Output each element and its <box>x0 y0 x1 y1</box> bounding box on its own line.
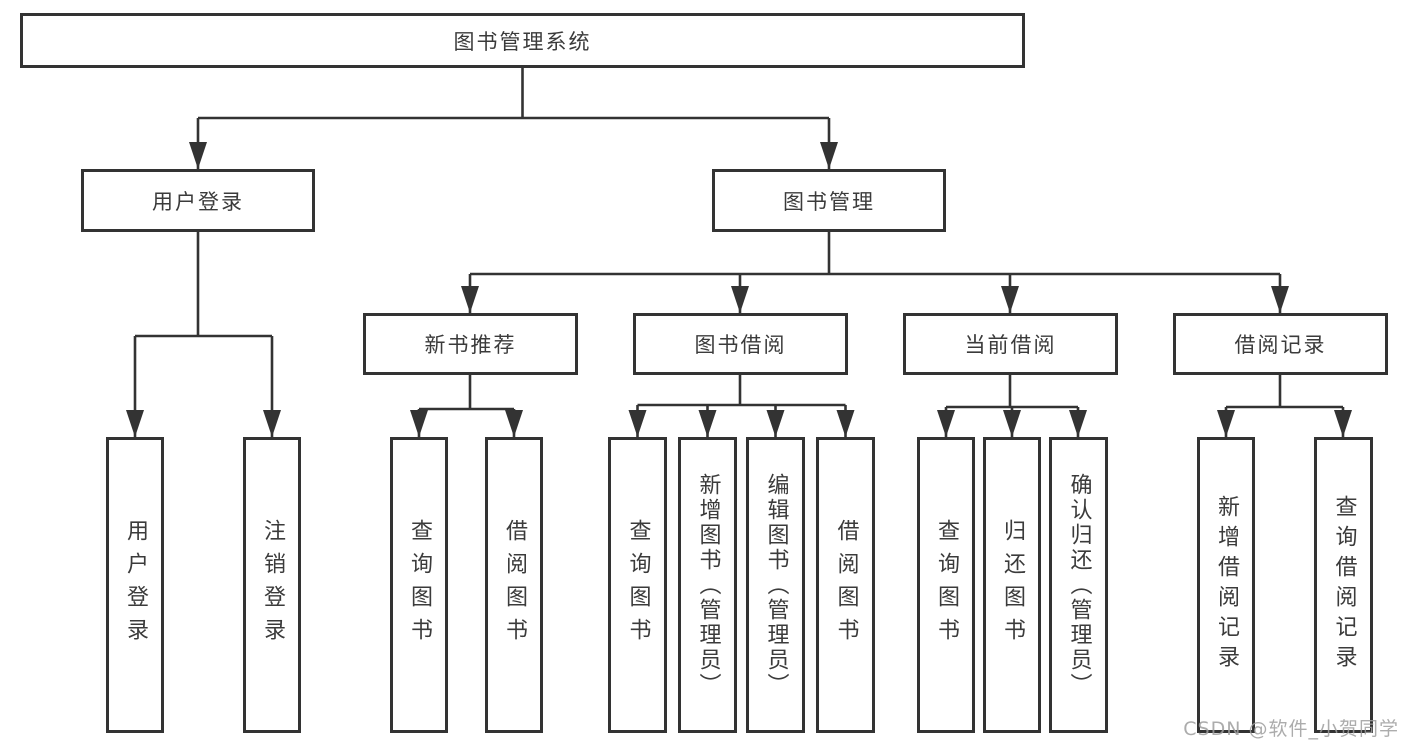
leaf-bb-query-books: 查询图书 <box>608 437 667 733</box>
csdn-watermark: CSDN @软件_小贺同学 <box>1183 718 1399 740</box>
leaf-cb-query-books: 查询图书 <box>917 437 975 733</box>
leaf-cb-confirm-return-admin: 确认归还（管理员） <box>1049 437 1108 733</box>
node-book-borrowing: 图书借阅 <box>633 313 848 375</box>
leaf-bb-borrow-books: 借阅图书 <box>816 437 875 733</box>
node-root-library-management-system: 图书管理系统 <box>20 13 1025 68</box>
node-book-management: 图书管理 <box>712 169 946 232</box>
leaf-bb-add-books-admin: 新增图书（管理员） <box>678 437 737 733</box>
node-borrow-records: 借阅记录 <box>1173 313 1388 375</box>
node-new-book-recommend: 新书推荐 <box>363 313 578 375</box>
leaf-nbr-query-books: 查询图书 <box>390 437 448 733</box>
node-current-borrowing: 当前借阅 <box>903 313 1118 375</box>
leaf-logout: 注销登录 <box>243 437 301 733</box>
leaf-cb-return-books: 归还图书 <box>983 437 1041 733</box>
leaf-bb-edit-books-admin: 编辑图书（管理员） <box>746 437 805 733</box>
leaf-br-query-record: 查询借阅记录 <box>1314 437 1373 733</box>
leaf-br-add-record: 新增借阅记录 <box>1197 437 1255 733</box>
leaf-user-login: 用户登录 <box>106 437 164 733</box>
leaf-nbr-borrow-books: 借阅图书 <box>485 437 543 733</box>
node-user-login: 用户登录 <box>81 169 315 232</box>
